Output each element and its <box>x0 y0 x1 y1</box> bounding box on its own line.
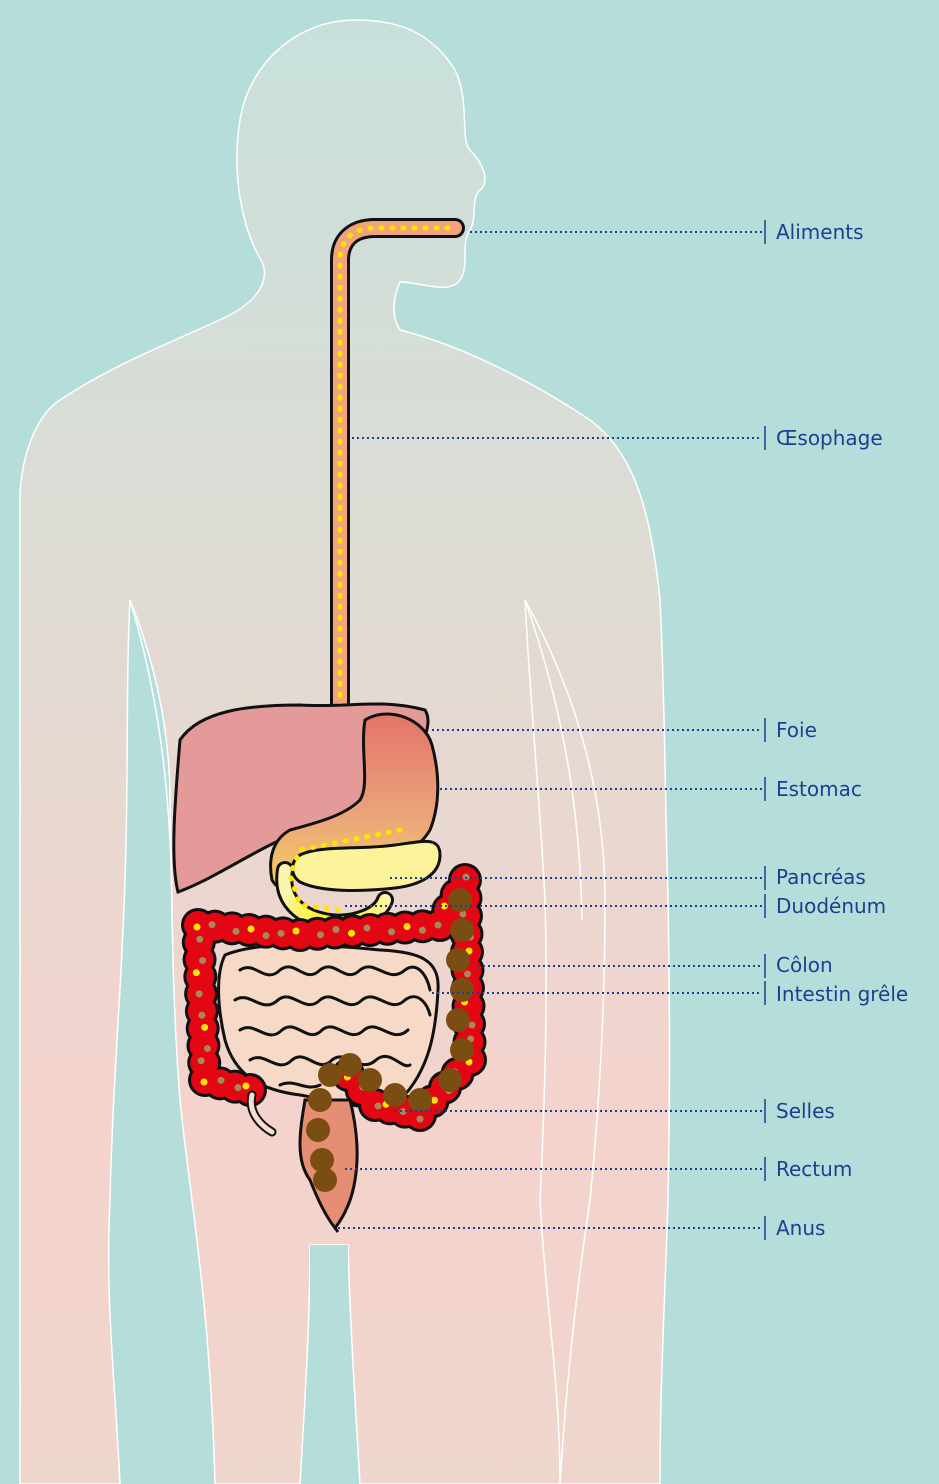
label-rectum: Rectum <box>776 1157 852 1181</box>
label-estomac: Estomac <box>776 777 862 801</box>
label-pancreas: Pancréas <box>776 865 866 889</box>
label-selles: Selles <box>776 1099 835 1123</box>
leg-gap <box>310 1245 348 1484</box>
label-foie: Foie <box>776 718 817 742</box>
label-oesophage: Œsophage <box>776 426 883 450</box>
label-duodenum: Duodénum <box>776 894 886 918</box>
label-intestin: Intestin grêle <box>776 982 908 1006</box>
label-anus: Anus <box>776 1216 825 1240</box>
label-aliments: Aliments <box>776 220 864 244</box>
label-colon: Côlon <box>776 953 833 977</box>
